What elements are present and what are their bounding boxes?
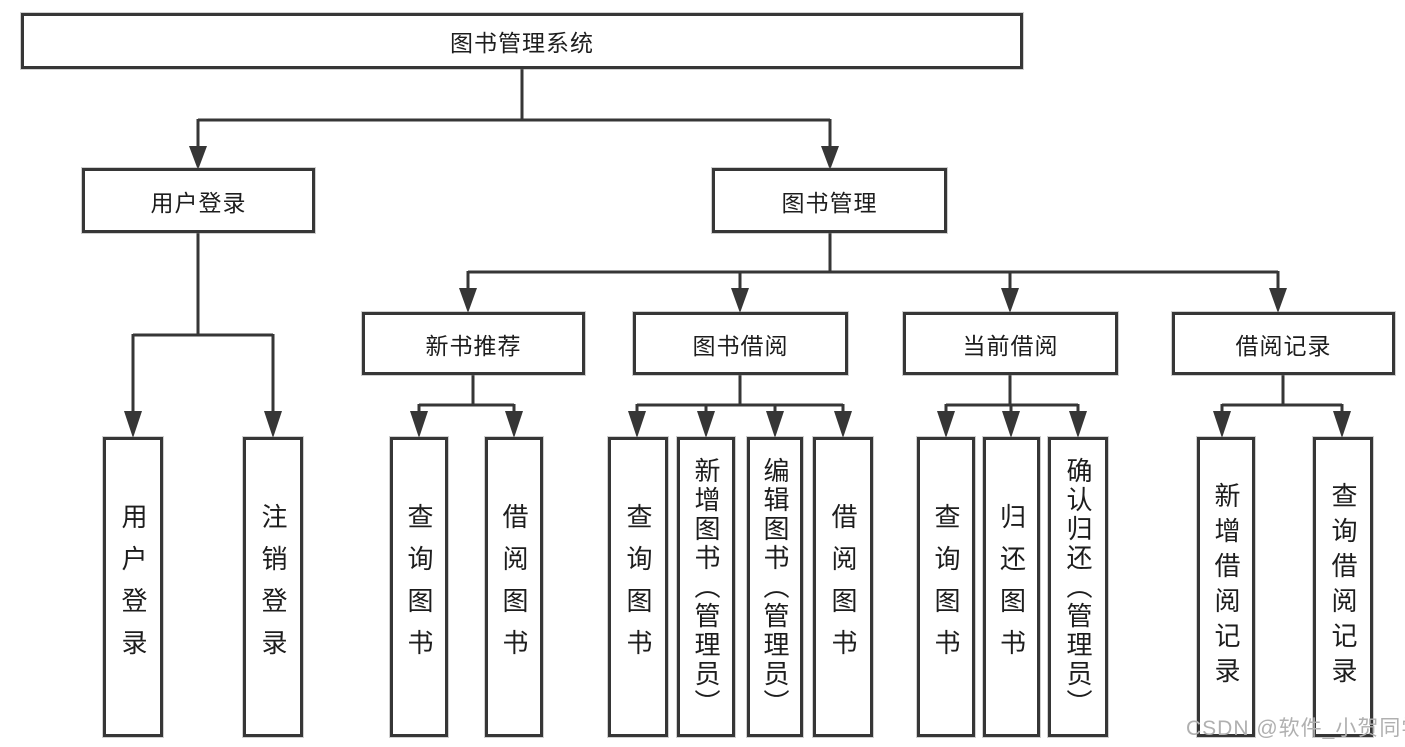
leaf-records-query-record: 查询借阅记录 [1313, 437, 1373, 737]
connector-new-book-recommend-to-children [410, 373, 523, 438]
watermark: CSDN @软件_小贺同学 [1186, 717, 1405, 740]
leaf-label: 查询借阅记录 [1328, 482, 1358, 692]
node-label: 新书推荐 [425, 332, 522, 359]
leaf-label: 查询图书 [404, 503, 434, 671]
node-new-book-recommend: 新书推荐 [362, 312, 585, 375]
node-library-management-system: 图书管理系统 [21, 13, 1023, 69]
node-label: 图书管理 [781, 189, 878, 216]
leaf-records-add-record: 新增借阅记录 [1197, 437, 1255, 737]
connector-user-login-to-children [124, 230, 282, 438]
leaf-label: 借阅图书 [828, 503, 858, 671]
leaf-label: 确认归还（管理员） [1063, 456, 1093, 718]
leaf-label: 新增借阅记录 [1211, 482, 1241, 692]
leaf-label: 查询图书 [623, 503, 653, 671]
leaf-bookborrow-add-books-admin: 新增图书（管理员） [677, 437, 735, 737]
leaf-newbookrec-borrow-books: 借阅图书 [485, 437, 543, 737]
leaf-bookborrow-edit-books-admin: 编辑图书（管理员） [747, 437, 803, 737]
node-current-borrow: 当前借阅 [903, 312, 1118, 375]
connector-book-borrow-to-children [628, 373, 852, 438]
leaf-currentborrow-return-books: 归还图书 [983, 437, 1040, 737]
node-book-borrow: 图书借阅 [633, 312, 848, 375]
node-user-login: 用户登录 [82, 168, 315, 233]
node-label: 图书管理系统 [450, 30, 594, 56]
leaf-currentborrow-query-books: 查询图书 [917, 437, 975, 737]
node-label: 图书借阅 [692, 332, 789, 359]
leaf-bookborrow-borrow-books: 借阅图书 [813, 437, 873, 737]
node-label: 当前借阅 [962, 332, 1059, 359]
leaf-label: 新增图书（管理员） [691, 456, 721, 718]
connector-current-borrow-to-children [937, 373, 1087, 438]
node-borrow-records: 借阅记录 [1172, 312, 1395, 375]
leaf-bookborrow-query-books: 查询图书 [608, 437, 668, 737]
node-label: 借阅记录 [1235, 332, 1332, 359]
leaf-label: 注销登录 [258, 503, 288, 671]
leaf-user-login: 用户登录 [103, 437, 163, 737]
leaf-label: 归还图书 [996, 503, 1027, 671]
connector-root-to-level2 [189, 66, 839, 170]
leaf-logout: 注销登录 [243, 437, 303, 737]
leaf-label: 查询图书 [931, 503, 961, 671]
leaf-label: 借阅图书 [499, 503, 529, 671]
leaf-label: 用户登录 [118, 503, 148, 671]
leaf-currentborrow-confirm-return-admin: 确认归还（管理员） [1048, 437, 1108, 737]
connector-book-management-to-children [459, 230, 1287, 313]
leaf-newbookrec-query-books: 查询图书 [390, 437, 448, 737]
node-label: 用户登录 [150, 189, 247, 216]
connector-borrow-records-to-children [1213, 373, 1351, 438]
leaf-label: 编辑图书（管理员） [760, 456, 790, 718]
node-book-management: 图书管理 [712, 168, 947, 233]
